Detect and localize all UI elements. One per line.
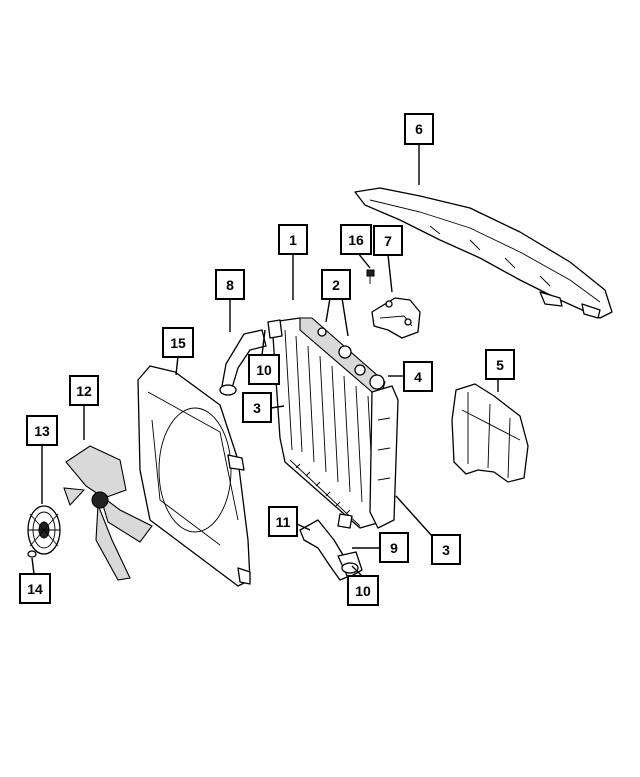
callout-1: 1: [278, 224, 308, 255]
part-14-nut: [27, 550, 37, 558]
callout-6: 6: [404, 113, 434, 145]
callout-12: 12: [69, 375, 99, 406]
callout-6-label: 6: [415, 121, 423, 137]
callout-2: 2: [321, 269, 351, 300]
callout-3-right: 3: [431, 534, 461, 565]
part-1-radiator: [267, 317, 399, 529]
callout-4: 4: [403, 361, 433, 392]
callout-5-label: 5: [496, 357, 504, 373]
callout-9: 9: [379, 532, 409, 563]
callout-4-label: 4: [414, 369, 422, 385]
callout-12-label: 12: [76, 383, 92, 399]
leader-lines: [31, 144, 499, 577]
callout-7: 7: [373, 225, 403, 256]
callout-14-label: 14: [27, 581, 43, 597]
callout-10-upper-label: 10: [256, 362, 272, 378]
part-9-lower-hose: [299, 519, 363, 581]
callout-11-label: 11: [276, 514, 291, 530]
callout-13: 13: [26, 415, 58, 446]
callout-11: 11: [268, 506, 298, 537]
part-8-upper-hose: [219, 329, 267, 396]
part-6-upper-support: [354, 187, 613, 319]
callout-3-right-label: 3: [442, 542, 450, 558]
callout-14: 14: [19, 573, 51, 604]
callout-16: 16: [340, 224, 372, 255]
callout-8-label: 8: [226, 277, 234, 293]
callout-15: 15: [162, 327, 194, 358]
callout-3-left: 3: [242, 392, 272, 423]
part-16-bolt: [366, 269, 375, 284]
callout-10-upper: 10: [248, 354, 280, 385]
callout-2-label: 2: [332, 277, 340, 293]
callout-5: 5: [485, 349, 515, 380]
callout-8: 8: [215, 269, 245, 300]
part-7-bracket: [371, 297, 421, 339]
callout-1-label: 1: [289, 232, 297, 248]
part-15-fan-shroud: [137, 365, 251, 587]
part-12-fan: [63, 445, 153, 581]
part-5-air-seal: [451, 383, 529, 483]
part-13-fan-clutch: [27, 505, 61, 555]
callout-16-label: 16: [348, 232, 364, 248]
callout-10-lower: 10: [347, 575, 379, 606]
callout-7-label: 7: [384, 233, 392, 249]
callout-10-lower-label: 10: [355, 583, 371, 599]
callout-15-label: 15: [170, 335, 186, 351]
callout-9-label: 9: [390, 540, 398, 556]
callout-3-left-label: 3: [253, 400, 261, 416]
callout-13-label: 13: [34, 423, 50, 439]
